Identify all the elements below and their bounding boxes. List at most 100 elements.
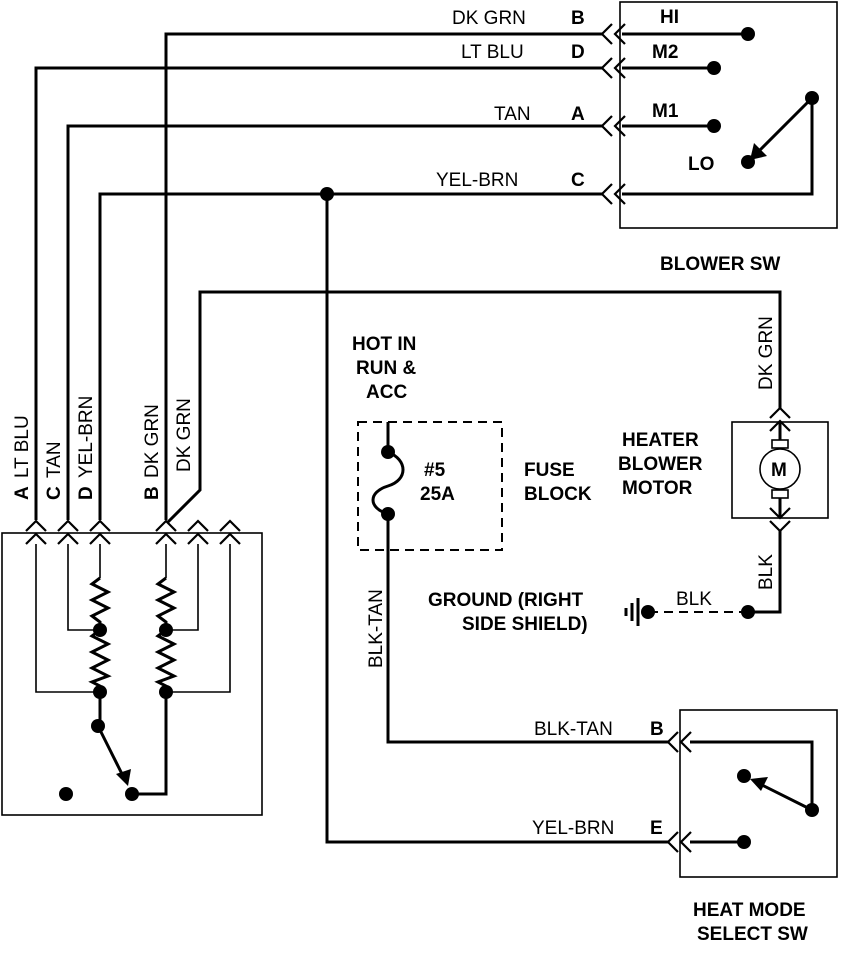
wire-label-blk-tan-switch: BLK-TAN — [534, 719, 613, 740]
splice-yel-brn — [320, 187, 334, 201]
wire-yel-brn-c — [98, 192, 602, 520]
module-line-6 — [166, 544, 231, 693]
pin-label-d-top: D — [571, 42, 585, 63]
heat-mode-select-switch: BLK-TAN B YEL-BRN E HEAT MODE SELECT SW — [532, 709, 838, 945]
wire-yel-brn-e — [325, 194, 668, 844]
blower-m2-label: M2 — [652, 42, 678, 63]
heat-mode-contact-lower — [737, 835, 751, 849]
heater-blower-motor: DK GRN M HEATER BLOWER MOTOR — [618, 316, 829, 533]
module-line-c — [67, 544, 100, 631]
motor-symbol-letter: M — [771, 460, 787, 481]
blower-switch-box — [619, 1, 838, 229]
wire-label-yel-brn-top: YEL-BRN — [436, 170, 518, 191]
wire-label-yel-brn-switch: YEL-BRN — [532, 818, 614, 839]
pin-label-b-left: B — [142, 486, 163, 500]
fuse-number: #5 — [424, 460, 446, 481]
wire-label-lt-blu-top: LT BLU — [461, 42, 524, 63]
heat-mode-contact-upper — [737, 769, 751, 783]
blower-switch-arm — [756, 96, 814, 154]
blower-switch-arrow — [750, 143, 767, 160]
pin-label-c-left: C — [44, 486, 65, 500]
fuse-rating: 25A — [420, 484, 455, 505]
blower-connector-c — [600, 183, 626, 205]
module-switch-return — [132, 692, 168, 796]
fuse-block: HOT IN RUN & ACC #5 25A FUSE BLOCK — [352, 334, 592, 551]
fuse-block-label-line2: BLOCK — [524, 484, 592, 505]
wire-label-blk-vertical: BLK — [756, 554, 777, 590]
motor-connector-top — [769, 406, 791, 432]
blower-lo-label: LO — [688, 154, 714, 175]
motor-label-line1: HEATER — [622, 430, 699, 451]
wire-label-lt-blu-left: LT BLU — [12, 415, 33, 478]
module-connector-3 — [89, 519, 111, 545]
fuse-block-outline — [357, 421, 503, 551]
motor-label-line2: BLOWER — [618, 454, 703, 475]
wire-lt-blu-d — [34, 66, 602, 520]
blower-connector-d — [600, 57, 626, 79]
pin-label-a-left: A — [12, 486, 33, 500]
wire-label-blk-tan-vertical: BLK-TAN — [366, 589, 387, 668]
module-connector-2 — [57, 519, 79, 545]
left-harness-labels: A LT BLU C TAN D YEL-BRN B DK GRN DK GRN — [12, 396, 195, 500]
blower-connector-a — [600, 115, 626, 137]
wire-dk-grn-motor — [166, 290, 782, 524]
motor-symbol — [759, 448, 801, 490]
ground-icon — [624, 598, 640, 626]
fuse-hot-line2: RUN & — [356, 358, 416, 379]
wire-label-tan-left: TAN — [44, 441, 65, 478]
module-switch-open-contact — [59, 787, 73, 801]
blower-switch-title: BLOWER SW — [660, 254, 780, 275]
blower-hi-terminal — [741, 27, 755, 41]
blower-connector-b — [600, 23, 626, 45]
pin-label-c-top: C — [571, 170, 585, 191]
resistor-right-tap-1 — [159, 623, 173, 637]
wire-label-dk-grn-left-2: DK GRN — [174, 398, 195, 472]
ground-label-line2: SIDE SHIELD) — [462, 614, 588, 635]
heat-mode-switch-box — [679, 709, 838, 878]
heat-mode-title-line1: HEAT MODE — [693, 900, 806, 921]
wire-blk-motor — [748, 531, 782, 614]
wire-dk-grn-b — [164, 32, 602, 520]
module-line-a — [35, 544, 100, 693]
heat-mode-connector-e — [666, 831, 692, 853]
module-switch-arrow — [116, 769, 131, 786]
wire-label-tan-top: TAN — [494, 104, 531, 125]
motor-brush-bottom — [771, 489, 789, 499]
resistor-left-tap-1 — [93, 623, 107, 637]
pin-label-d-left: D — [76, 486, 97, 500]
module-connector-1 — [25, 519, 47, 545]
resistor-left — [88, 576, 112, 692]
wire-label-yel-brn-left: YEL-BRN — [76, 396, 97, 478]
resistor-module — [1, 519, 263, 816]
blower-m2-terminal — [707, 61, 721, 75]
pin-label-a-top: A — [571, 104, 585, 125]
module-line-5 — [166, 544, 199, 631]
fuse-hot-line3: ACC — [366, 382, 407, 403]
pin-label-b-switch: B — [650, 719, 664, 740]
wire-blk-tan — [386, 514, 668, 744]
fuse-element — [371, 450, 405, 516]
module-switch-arm — [96, 725, 126, 779]
module-connector-6 — [219, 519, 241, 545]
motor-brush-top — [771, 439, 789, 449]
heat-mode-connector-b — [666, 731, 692, 753]
wire-label-dk-grn-top: DK GRN — [452, 8, 526, 29]
ground-label-line1: GROUND (RIGHT — [428, 590, 584, 611]
heat-mode-title-line2: SELECT SW — [697, 924, 808, 945]
ground-terminal — [641, 605, 655, 619]
blower-m1-terminal — [707, 119, 721, 133]
blower-m1-label: M1 — [652, 101, 679, 122]
heat-mode-lead-b — [690, 740, 814, 810]
fuse-hot-line1: HOT IN — [352, 334, 416, 355]
heat-mode-switch-arrow — [750, 777, 768, 791]
module-connector-5 — [187, 519, 209, 545]
pin-label-b-top: B — [571, 8, 585, 29]
module-connector-4 — [155, 519, 177, 545]
blower-common-lead — [622, 98, 814, 196]
wire-tan-a — [66, 124, 602, 520]
motor-label-line3: MOTOR — [622, 478, 693, 499]
pin-label-e-switch: E — [650, 818, 663, 839]
wire-label-dk-grn-motor: DK GRN — [756, 316, 777, 390]
ground: BLK GROUND (RIGHT SIDE SHIELD) — [428, 589, 748, 635]
